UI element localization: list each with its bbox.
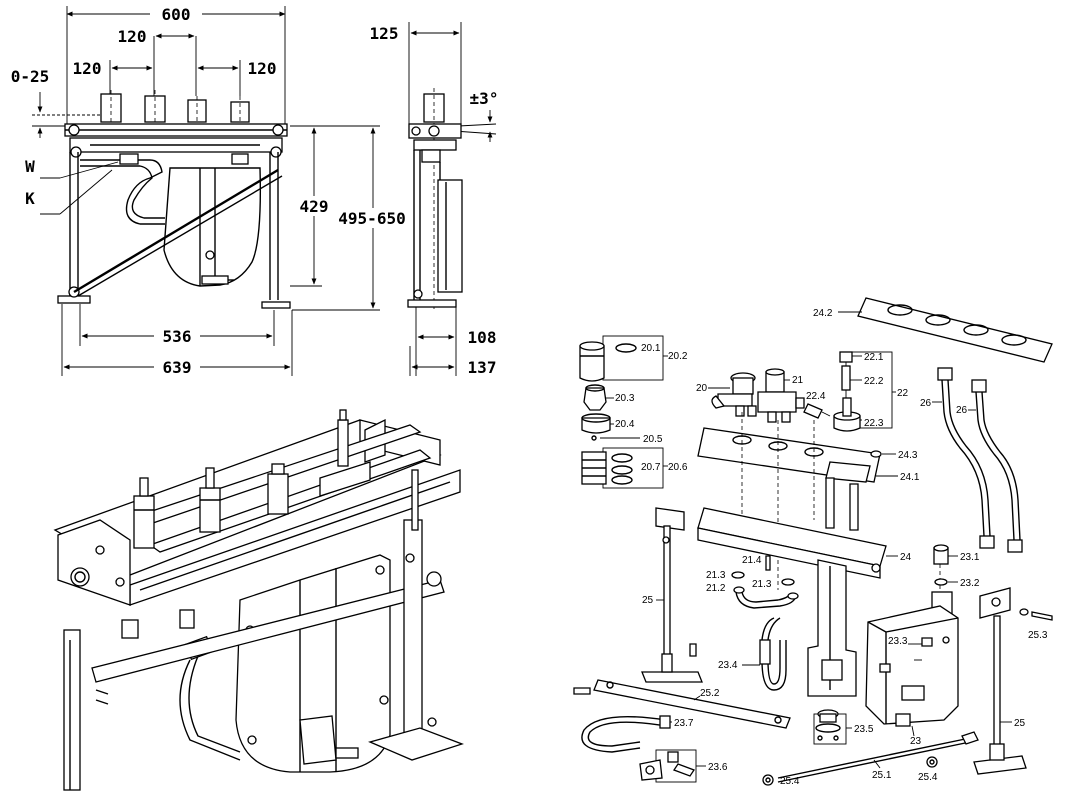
label-22-2: 22.2 [864,376,884,387]
label-24-2: 24.2 [813,308,833,319]
part-23-5: 23.5 [813,709,874,745]
dim-125: 125 [370,24,399,43]
part-group-20: 20.1 20.2 20.3 20.4 20.5 20.7 20.6 [579,335,688,489]
part-23-6: 23.6 [639,749,728,783]
dim-639: 639 [163,358,192,377]
label-20-1: 20.1 [641,343,661,354]
dim-108: 108 [468,328,497,347]
dim-137: 137 [468,358,497,377]
label-23-6: 23.6 [708,762,728,773]
part-24-1: 24.1 24.3 [697,427,920,531]
label-22-1: 22.1 [864,352,884,363]
label-25-4-a: 25.4 [780,776,800,787]
part-23-4: 23.4 [718,617,787,691]
label-25-2: 25.2 [700,688,720,699]
label-23: 23 [910,736,922,747]
exploded-view: 24.2 20.1 20.2 20.3 20.4 20.5 [573,297,1053,787]
part-24-2: 24.2 [813,297,1053,363]
label-25-left: 25 [642,595,654,606]
dim-600: 600 [162,5,191,24]
side-view: 125 ±3° 108 137 [370,22,499,377]
label-26-a: 26 [920,398,932,409]
label-23-4: 23.4 [718,660,738,671]
label-20: 20 [696,383,708,394]
label-20-2: 20.2 [668,351,688,362]
label-21-4: 21.4 [742,555,762,566]
label-20-3: 20.3 [615,393,635,404]
label-23-3: 23.3 [888,636,908,647]
dim-536: 536 [163,327,192,346]
part-group-22: 22 22.1 22.2 22.3 [833,351,909,432]
label-23-7: 23.7 [674,718,694,729]
label-20-5: 20.5 [643,434,663,445]
label-24: 24 [900,552,912,563]
label-22: 22 [897,388,909,399]
part-26-hoses: 26 26 [920,367,1023,553]
label-23-1: 23.1 [960,552,980,563]
part-25-left: 25 [641,507,703,683]
label-21-2: 21.2 [706,583,726,594]
label-25-1: 25.1 [872,770,892,781]
part-group-21: 21.4 21.3 21.3 21.2 [706,555,799,609]
label-25-4-b: 25.4 [918,772,938,783]
dim-tilt: ±3° [470,89,499,108]
label-23-5: 23.5 [854,724,874,735]
dim-120-right: 120 [248,59,277,78]
part-25-2: 25.2 [573,643,791,729]
label-23-2: 23.2 [960,578,980,589]
label-k: K [25,189,35,208]
part-24: 24 [697,507,912,697]
label-21-3-b: 21.3 [752,579,772,590]
label-21: 21 [792,375,804,386]
label-25-3: 25.3 [1028,630,1048,641]
dim-120-top: 120 [118,27,147,46]
dim-120-left: 120 [73,59,102,78]
label-22-4: 22.4 [806,391,826,402]
part-25-right: 25 25.3 [973,587,1053,775]
label-20-7: 20.7 [641,462,661,473]
part-23-7: 23.7 [581,715,694,753]
valve-body-3 [267,463,289,515]
label-20-4: 20.4 [615,419,635,430]
dim-429: 429 [300,197,329,216]
perspective-view [53,409,464,791]
label-21-3-a: 21.3 [706,570,726,581]
part-group-23: 23.1 23.2 23.3 23 [865,544,980,747]
label-24-1: 24.1 [900,472,920,483]
valve-body-2 [199,467,221,533]
label-22-3: 22.3 [864,418,884,429]
dim-495-650: 495-650 [338,209,405,228]
valve-body-4 [319,409,371,497]
front-view: 600 120 120 120 0-25 [11,4,412,377]
label-20-6: 20.6 [668,462,688,473]
label-24-3: 24.3 [898,450,918,461]
part-25-1: 25.1 25.4 25.4 [762,731,979,787]
part-20-21: 20 21 22.4 [696,368,831,423]
valve-body-1 [133,477,155,549]
label-26-b: 26 [956,405,968,416]
dim-0-25: 0-25 [11,67,50,86]
label-w: W [25,157,35,176]
label-25-right: 25 [1014,718,1026,729]
